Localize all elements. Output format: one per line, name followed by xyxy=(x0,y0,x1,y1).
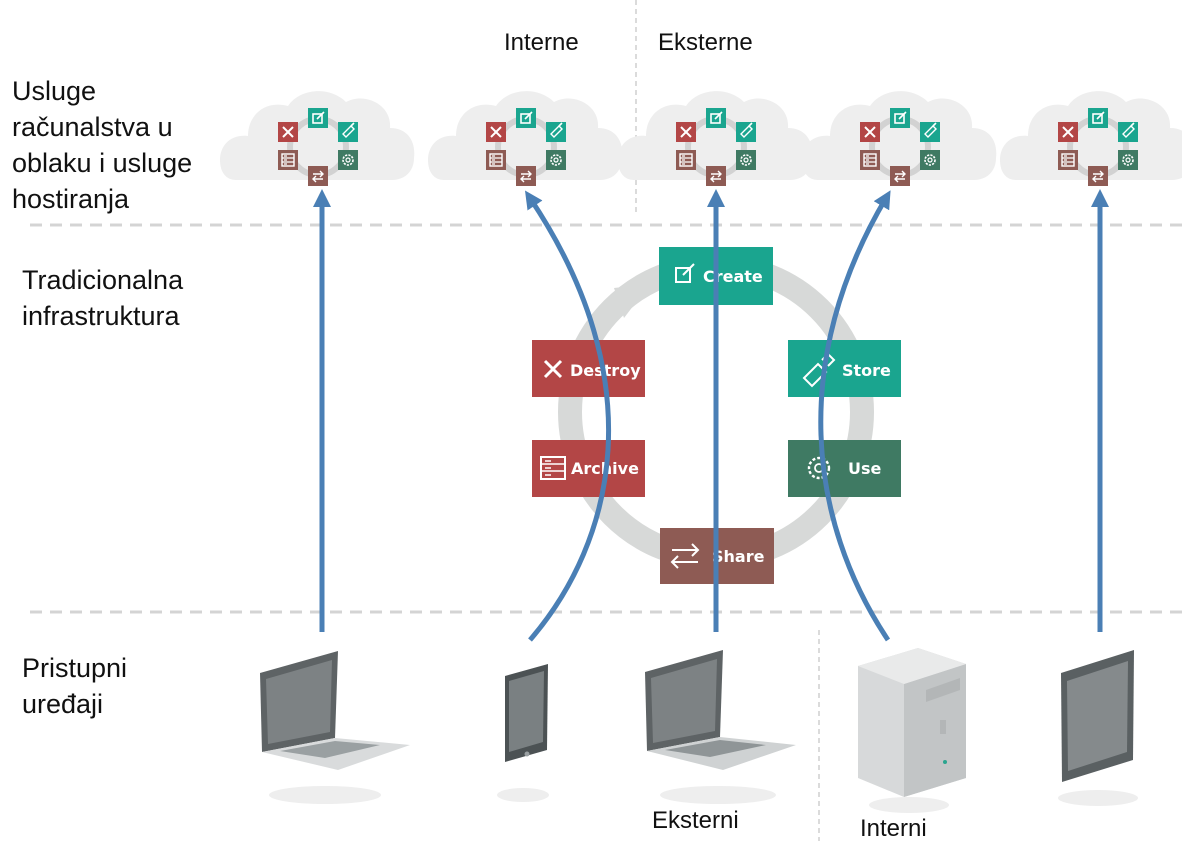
use-label: Use xyxy=(848,459,882,478)
cloud-lifecycle-icon xyxy=(1000,91,1182,186)
lifecycle-store: Store xyxy=(788,340,901,397)
cloud-lifecycle-icon xyxy=(618,91,812,186)
lifecycle-destroy: Destroy xyxy=(532,340,645,397)
tablet-icon xyxy=(1061,650,1134,782)
phone-icon xyxy=(505,664,548,762)
access-arrow xyxy=(524,190,611,642)
cycle-arrowhead-icon xyxy=(614,284,650,318)
lifecycle-archive: Archive xyxy=(532,440,645,497)
create-label: Create xyxy=(703,267,763,286)
cloud-lifecycle-icon xyxy=(428,91,622,186)
caption-internal: Interni xyxy=(860,815,927,842)
cloud-lifecycle-icon xyxy=(220,91,414,186)
access-arrow xyxy=(818,190,891,642)
cloud-lifecycle-icon xyxy=(802,91,996,186)
caption-external: Eksterni xyxy=(652,807,739,834)
lifecycle-use: Use xyxy=(788,440,901,497)
header-internal: Interne xyxy=(504,29,579,56)
row-label-access: Pristupni uređaji xyxy=(22,653,128,719)
row-label-traditional: Tradicionalna infrastruktura xyxy=(22,265,184,331)
row-label-cloud: Usluge računalstva u oblaku i usluge hos… xyxy=(12,76,193,214)
laptop-icon xyxy=(260,651,410,770)
store-label: Store xyxy=(842,361,891,380)
laptop-icon xyxy=(645,650,796,770)
header-external: Eksterne xyxy=(658,29,753,56)
server-icon xyxy=(858,648,966,797)
share-label: Share xyxy=(712,547,765,566)
